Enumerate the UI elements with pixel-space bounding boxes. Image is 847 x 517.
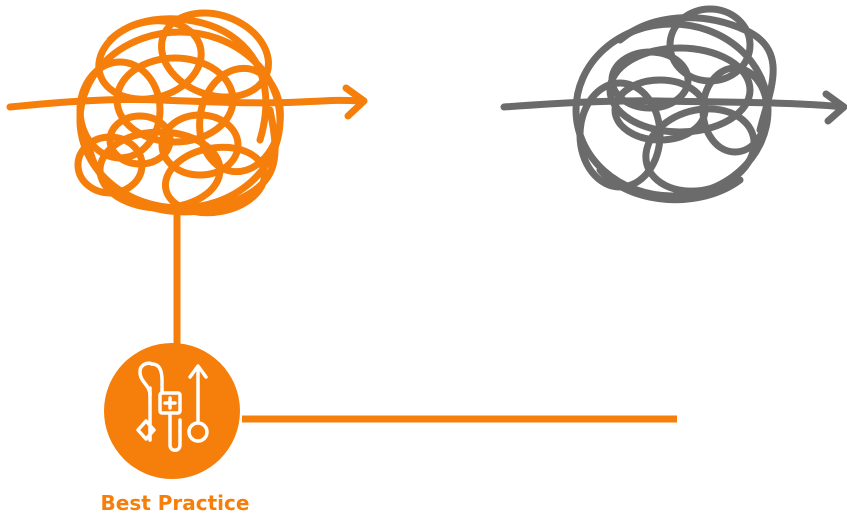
best-practice-badge bbox=[104, 343, 240, 479]
left-arrow-head bbox=[342, 84, 368, 120]
left-tangle-loop bbox=[106, 112, 174, 168]
right-arrow-head bbox=[822, 90, 847, 125]
left-tangle-loop bbox=[113, 54, 237, 146]
best-practice-label: Best Practice bbox=[100, 491, 250, 515]
right-scribble bbox=[500, 5, 847, 204]
right-tangle-loop bbox=[606, 44, 754, 136]
left-tangle-loop bbox=[161, 143, 269, 217]
left-arrow-line bbox=[6, 95, 366, 111]
workflow-flowchart-icon bbox=[136, 361, 209, 452]
badge-circle bbox=[104, 343, 240, 479]
right-tangle-loop bbox=[596, 166, 744, 204]
left-tangle-loop bbox=[86, 106, 279, 216]
right-tangle-loop bbox=[642, 105, 758, 195]
right-tangle-loop bbox=[616, 14, 777, 134]
left-tangle-loop bbox=[158, 111, 242, 179]
left-tangle-loop bbox=[106, 15, 270, 144]
left-scribble bbox=[6, 9, 368, 217]
